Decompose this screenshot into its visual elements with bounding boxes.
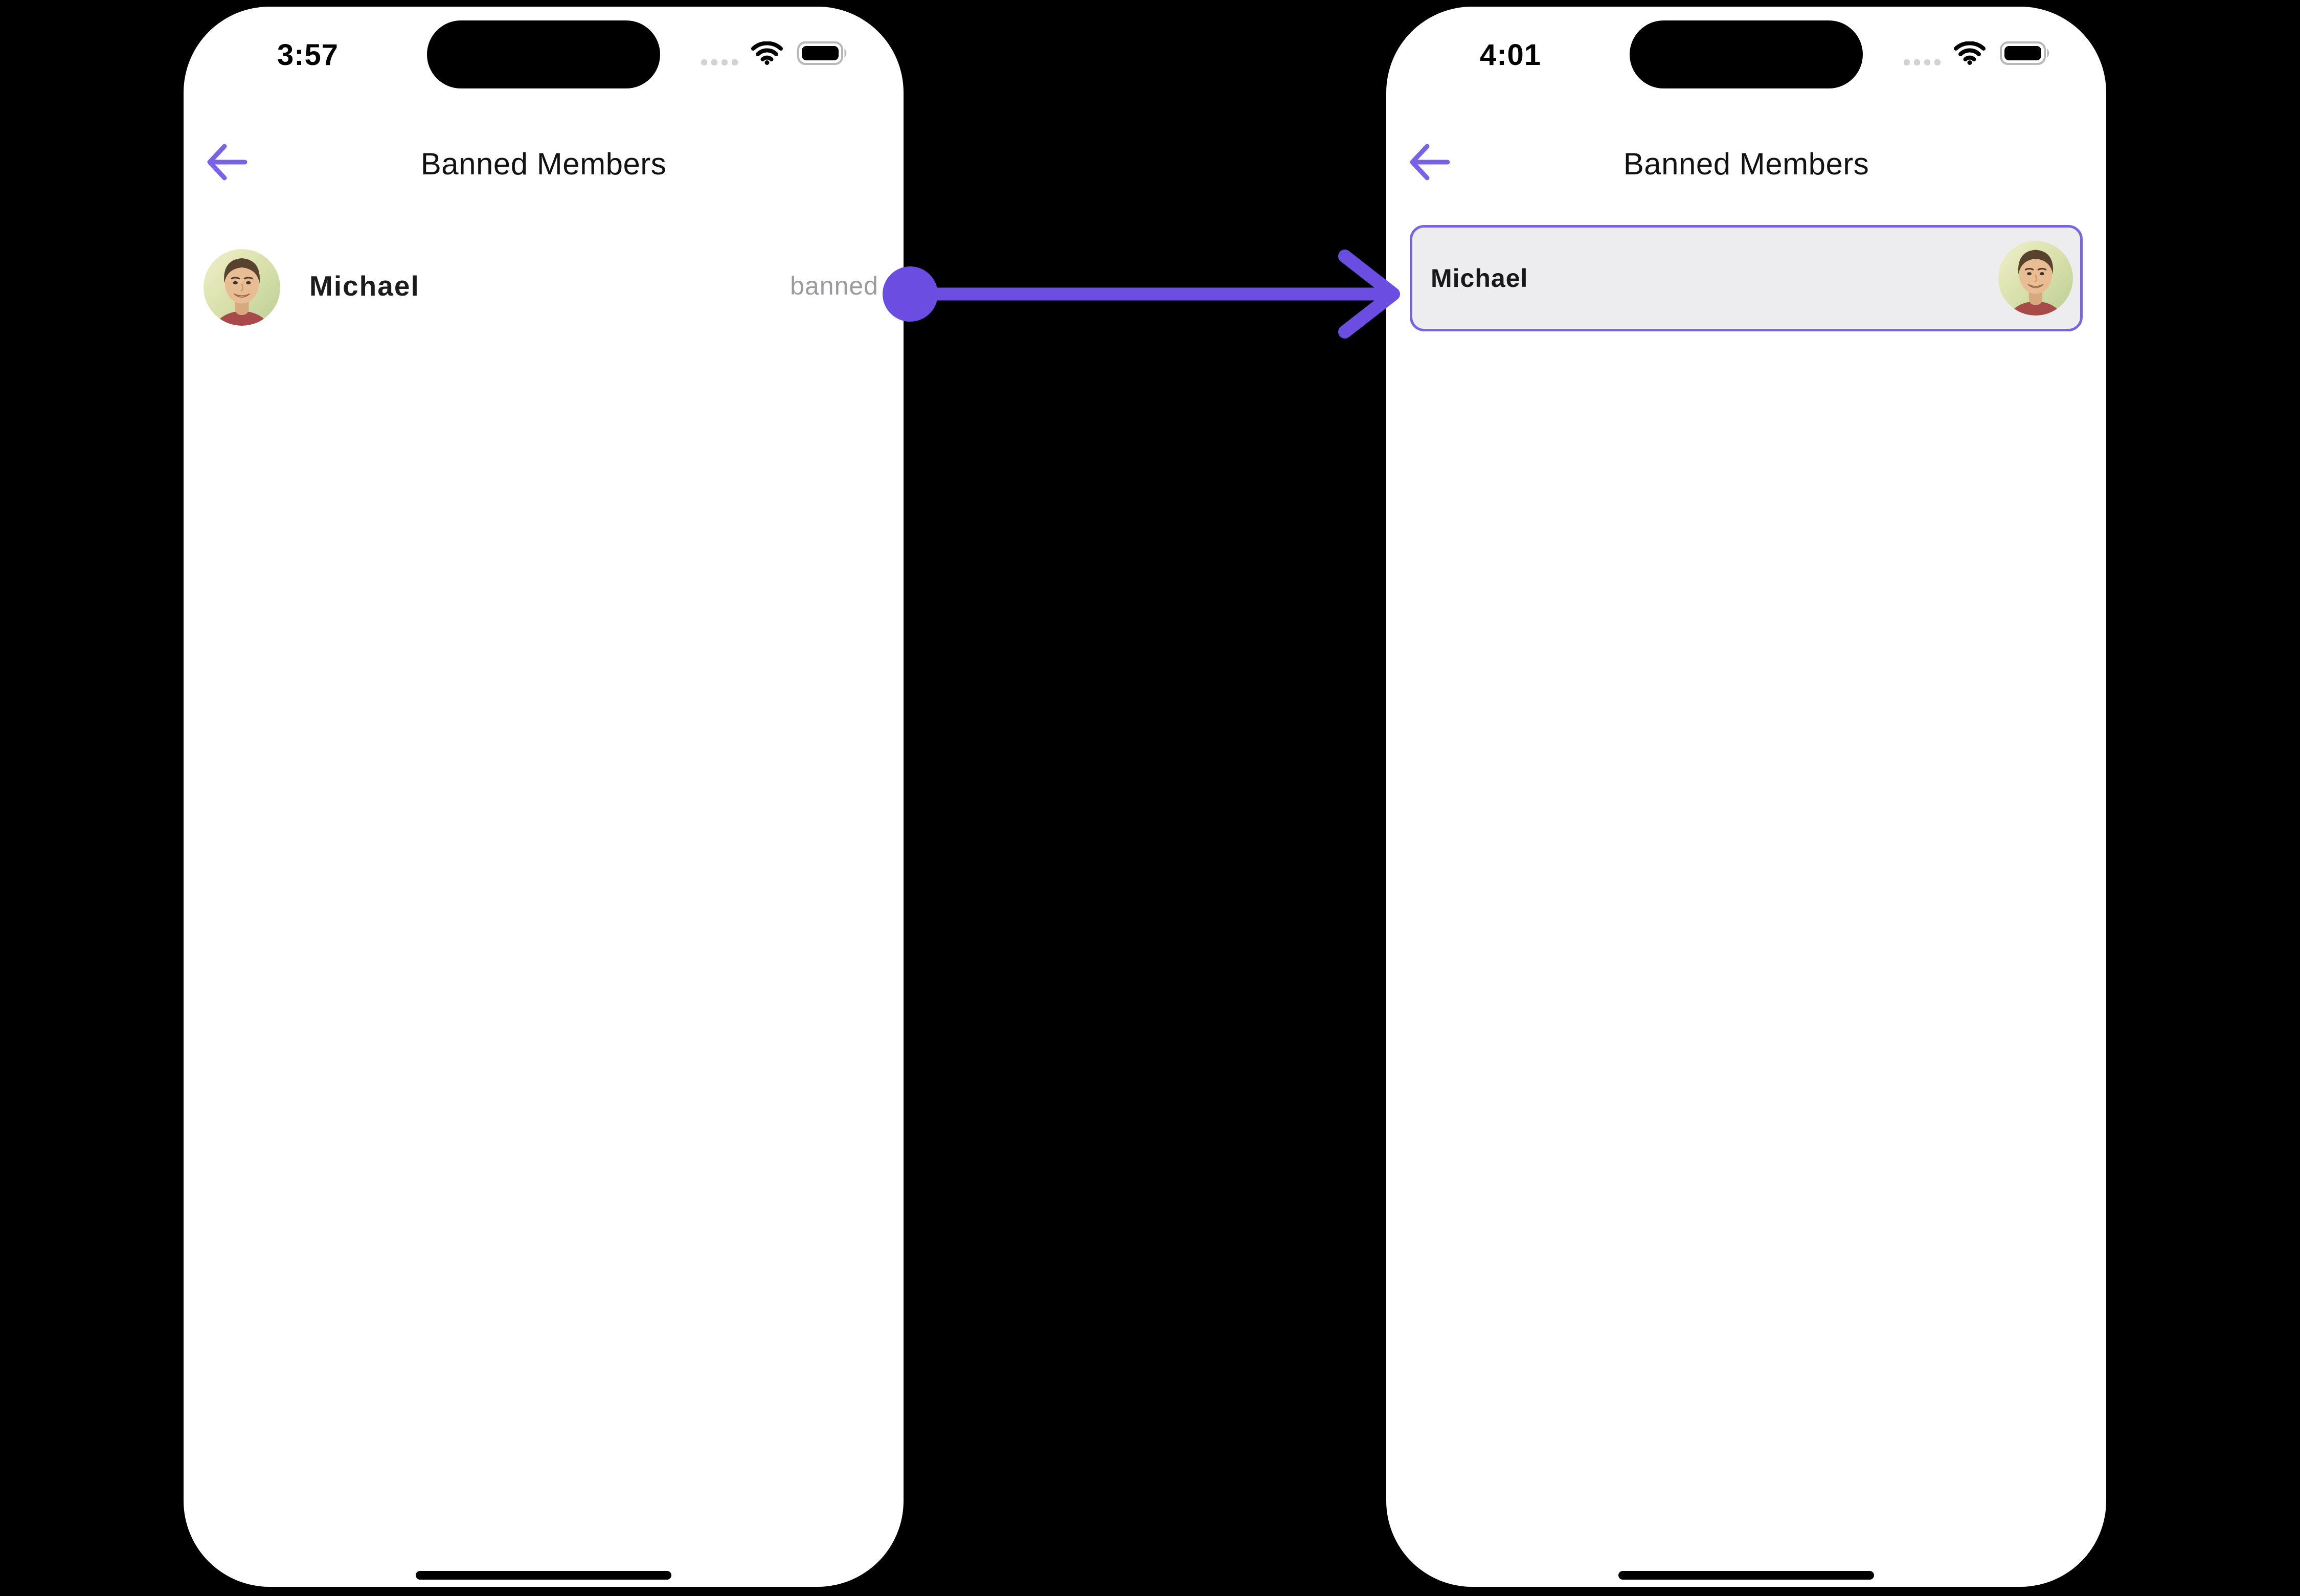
back-button[interactable]: [1409, 143, 1451, 182]
wifi-icon: [751, 41, 783, 65]
wifi-icon: [1954, 41, 1986, 65]
dynamic-island: [427, 20, 660, 88]
avatar: [1998, 241, 2073, 316]
dynamic-island: [1630, 20, 1863, 88]
page-title: Banned Members: [1623, 147, 1869, 181]
cellular-dots-icon: [1904, 59, 1941, 65]
transition-arrow-icon: [883, 250, 1400, 339]
status-time: 3:57: [277, 38, 339, 72]
battery-icon: [2000, 41, 2049, 65]
status-time: 4:01: [1479, 38, 1542, 72]
battery-icon: [797, 41, 847, 65]
banned-member-row[interactable]: Michael banned: [184, 246, 904, 326]
page-title: Banned Members: [420, 147, 667, 181]
home-indicator[interactable]: [1618, 1571, 1874, 1580]
phone-left: 3:57 Banned Members: [184, 7, 904, 1587]
member-name: Michael: [309, 270, 420, 302]
back-button[interactable]: [206, 143, 248, 182]
member-name: Michael: [1431, 264, 1528, 293]
home-indicator[interactable]: [416, 1571, 671, 1580]
member-status-badge: banned: [790, 272, 878, 300]
phone-right: 4:01 Banned Members Michael: [1386, 7, 2106, 1587]
cellular-dots-icon: [701, 59, 738, 65]
avatar: [204, 249, 280, 326]
banned-member-card[interactable]: Michael: [1410, 225, 2083, 331]
